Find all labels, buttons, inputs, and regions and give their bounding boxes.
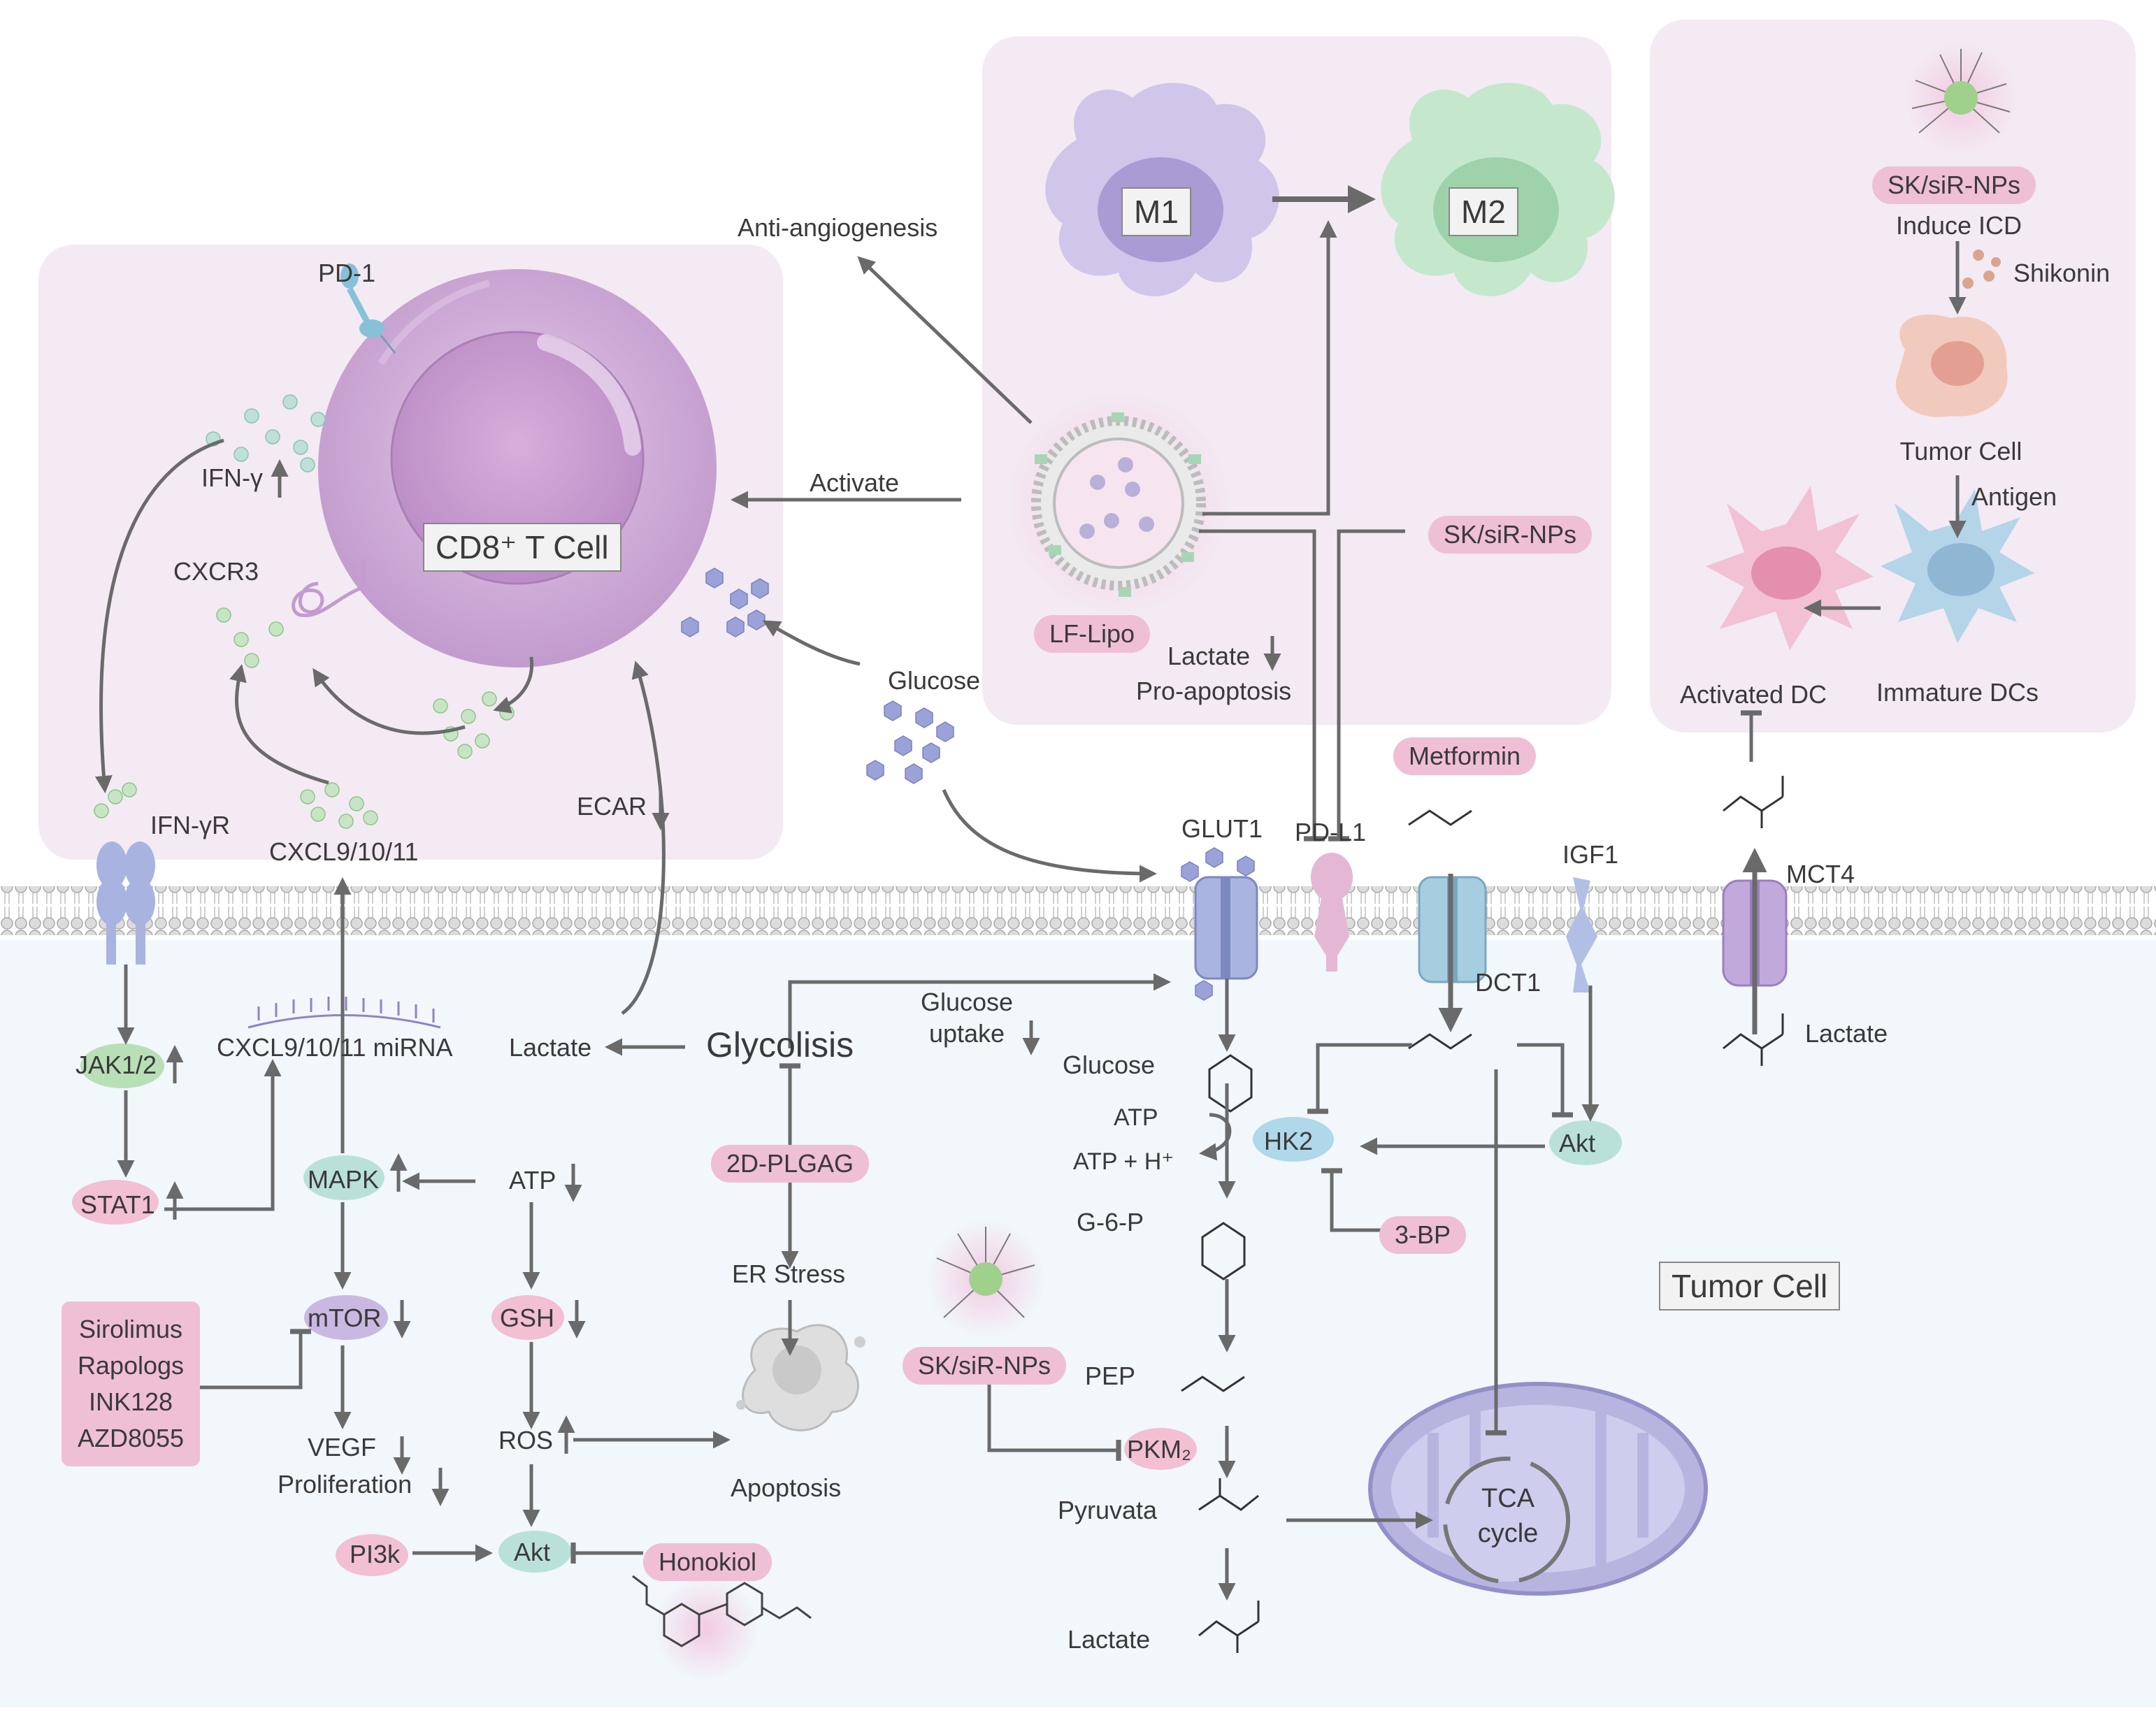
er-stress-label: ER Stress (732, 1259, 846, 1288)
diagram-arrows (94, 185, 1967, 1601)
plgag-label: 2D-PLGAG (710, 1145, 870, 1183)
sk-sir-np-nanoparticle-top (1905, 42, 2017, 154)
sk-sir-nps-dc-label: SK/siR-NPs (1871, 166, 2036, 204)
pd-l1-receptor-icon (1311, 853, 1353, 972)
glucose-intracellular-label: Glucose (1063, 1051, 1156, 1079)
drug-ink128: INK128 (88, 1387, 173, 1416)
lf-lipo-label: LF-Lipo (1033, 615, 1151, 653)
ifn-gamma-molecules-icon (206, 394, 326, 472)
pd-l1-label: PD-L1 (1295, 818, 1367, 846)
immature-dc-cell (1881, 489, 2034, 643)
ifn-gamma-receptor-icon (96, 842, 155, 965)
pro-apoptosis-label: Pro-apoptosis (1136, 677, 1292, 705)
shikonin-dots-icon (1962, 250, 2001, 289)
cxcr3-label: CXCR3 (173, 557, 259, 586)
tumor-cell-small (1895, 315, 2008, 417)
cell-membrane (0, 886, 2156, 935)
igf1-receptor-icon (1566, 877, 1597, 992)
drug-azd8055: AZD8055 (77, 1424, 185, 1452)
mct4-label: MCT4 (1786, 860, 1855, 888)
signal-protein-blobs (72, 1044, 1622, 1576)
m1-label: M1 (1121, 187, 1191, 236)
cxcl-label: CXCL9/10/11 (269, 837, 419, 866)
tumor-cell-small-label: Tumor Cell (1899, 437, 2022, 465)
pi3k-label: PI3k (350, 1540, 401, 1568)
ros-label: ROS (498, 1426, 554, 1454)
lactate-macrophage-label: Lactate (1167, 642, 1251, 670)
mapk-label: MAPK (308, 1165, 380, 1194)
apoptosis-label: Apoptosis (731, 1473, 842, 1502)
pyruvata-label: Pyruvata (1058, 1496, 1158, 1524)
drug-rapologs: Rapologs (77, 1351, 185, 1380)
glucose-uptake-label-1: Glucose (920, 988, 1014, 1016)
level-indicator-arrows (166, 459, 1281, 1506)
anti-angiogenesis-label: Anti-angiogenesis (738, 213, 938, 242)
cxcr3-receptor-icon (292, 559, 366, 618)
cd8-t-cell-label: CD8⁺ T Cell (423, 523, 621, 572)
antigen-label: Antigen (1971, 482, 2057, 511)
hk2-label: HK2 (1264, 1127, 1314, 1155)
m2-label: M2 (1449, 187, 1518, 236)
mitochondrion (1368, 1382, 1708, 1596)
sk-sir-nps-pdl1-label: SK/siR-NPs (1428, 516, 1593, 554)
activate-label: Activate (810, 468, 900, 497)
chemical-structures (1181, 776, 1784, 1653)
apoptotic-cell-icon (736, 1324, 865, 1431)
sk-sir-np-nanoparticle-bottom (926, 1220, 1045, 1338)
sk-sir-nps-pkm2-label: SK/siR-NPs (902, 1347, 1067, 1385)
ifn-gamma-label: IFN-γ (201, 463, 263, 492)
glycolisis-label: Glycolisis (706, 1025, 854, 1064)
tumor-cell-box-label: Tumor Cell (1659, 1262, 1841, 1311)
lactate-metabolic-label: Lactate (1068, 1625, 1151, 1654)
mtor-inhibitor-list: Sirolimus Rapologs INK128 AZD8055 (62, 1301, 200, 1466)
pd1-label: PD-1 (318, 259, 376, 287)
proliferation-label: Proliferation (278, 1470, 412, 1499)
glut1-transporter-icon (1194, 876, 1258, 980)
pep-label: PEP (1085, 1362, 1136, 1390)
honokiol-structure-icon (632, 1575, 812, 1681)
lf-lipo-liposome (1007, 391, 1230, 615)
cxcl-chemokine-dots-icon (94, 607, 515, 829)
drug-sirolimus: Sirolimus (78, 1315, 183, 1343)
gsh-label: GSH (500, 1304, 555, 1332)
vegf-label: VEGF (308, 1433, 377, 1461)
atp-label: ATP (509, 1166, 556, 1194)
g6p-label: G-6-P (1077, 1208, 1144, 1236)
pd1-receptor-icon (340, 263, 396, 354)
glut1-label: GLUT1 (1181, 814, 1263, 843)
akt-signaling-label: Akt (514, 1538, 551, 1566)
akt-metabolic-label: Akt (1559, 1129, 1596, 1157)
shikonin-label: Shikonin (2013, 259, 2111, 287)
honokiol-label: Honokiol (642, 1543, 772, 1581)
glucose-extracellular-label: Glucose (888, 666, 981, 695)
jak-label: JAK1/2 (76, 1051, 157, 1079)
three-bp-label: 3-BP (1379, 1216, 1467, 1254)
ifn-gamma-receptor-label: IFN-γR (150, 811, 230, 839)
ecar-label: ECAR (577, 792, 647, 821)
pkm2-label: PKM₂ (1127, 1435, 1191, 1464)
induce-icd-label: Induce ICD (1895, 211, 2022, 240)
lactate-mct4-label: Lactate (1805, 1019, 1888, 1048)
mirna-strand-icon (247, 997, 441, 1029)
immature-dcs-label: Immature DCs (1876, 678, 2039, 707)
metformin-label: Metformin (1393, 737, 1537, 775)
lactate-tcell-label: Lactate (509, 1033, 592, 1062)
tca-label: TCA (1481, 1484, 1535, 1513)
atp-consumed-label: ATP (1114, 1104, 1158, 1131)
stat1-label: STAT1 (80, 1190, 155, 1219)
atp-h-label: ATP + H⁺ (1073, 1148, 1174, 1175)
mtor-label: mTOR (308, 1304, 382, 1332)
cxcl-mirna-label: CXCL9/10/11 miRNA (217, 1033, 453, 1062)
cycle-label: cycle (1477, 1519, 1539, 1548)
activated-dc-label: Activated DC (1679, 680, 1827, 709)
glucose-hexagons-icon (681, 568, 1255, 1001)
igf1-label: IGF1 (1562, 840, 1619, 869)
glucose-uptake-label-2: uptake (928, 1019, 1005, 1048)
dct1-label: DCT1 (1475, 968, 1541, 997)
